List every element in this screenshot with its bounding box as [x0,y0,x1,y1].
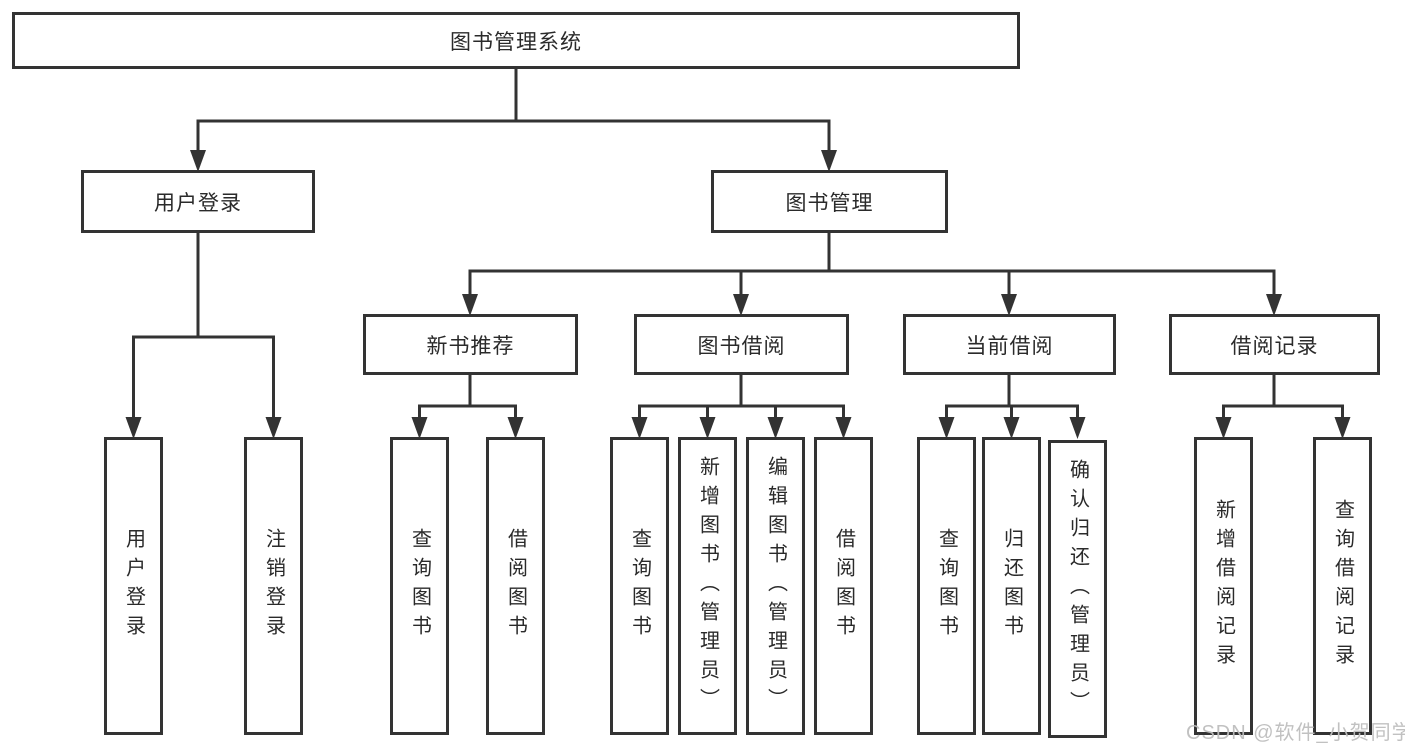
connector-borrowing-records-children [1215,375,1351,439]
arrow-down-icon [462,294,478,316]
node-label: 用户登录 [122,528,145,644]
node-label: 新增图书（管理员） [696,455,719,717]
leaf-borrow-books: 借阅图书 [814,437,873,735]
node-label: 图书管理系统 [450,30,582,54]
arrow-down-icon [265,417,282,439]
arrow-down-icon [1001,294,1017,316]
connector-current-borrowing-children [938,375,1086,439]
arrow-down-icon [821,150,837,172]
node-label: 新书推荐 [426,334,515,358]
node-label: 借阅记录 [1230,334,1319,358]
arrow-down-icon [938,417,955,439]
leaf-return-books: 归还图书 [982,437,1041,735]
node-label: 借阅图书 [832,528,855,644]
csdn-watermark: CSDN @软件_小贺同学 [1186,722,1405,744]
node-label: 注销登录 [262,528,285,644]
connector-book-borrowing-children [631,375,852,439]
node-label: 查询图书 [935,528,958,644]
connector-book-management-children [462,233,1282,316]
leaf-query-books-current: 查询图书 [917,437,976,735]
node-current-borrowing: 当前借阅 [903,314,1116,375]
arrow-down-icon [1003,417,1020,439]
leaf-user-login: 用户登录 [104,437,163,735]
node-label: 当前借阅 [965,334,1054,358]
node-label: 确认归还（管理员） [1066,458,1089,720]
node-label: 查询图书 [408,528,431,644]
node-label: 图书借阅 [697,334,786,358]
leaf-query-borrow-record: 查询借阅记录 [1313,437,1372,735]
leaf-add-borrow-record: 新增借阅记录 [1194,437,1253,735]
arrow-down-icon [507,417,524,439]
connector-new-book-recommendation-children [411,375,524,439]
node-label: 用户登录 [154,191,242,215]
connector-user-login-children [125,233,282,439]
arrow-down-icon [767,417,784,439]
node-new-book-recommendation: 新书推荐 [363,314,578,375]
leaf-edit-books-admin: 编辑图书（管理员） [746,437,805,735]
node-label: 查询借阅记录 [1331,499,1354,673]
node-label: 借阅图书 [504,528,527,644]
node-book-borrowing: 图书借阅 [634,314,849,375]
arrow-down-icon [631,417,648,439]
leaf-query-books-recommend: 查询图书 [390,437,449,735]
node-label: 查询图书 [628,528,651,644]
arrow-down-icon [1334,417,1351,439]
arrow-down-icon [1215,417,1232,439]
leaf-logout-login: 注销登录 [244,437,303,735]
arrow-down-icon [699,417,716,439]
node-user-login: 用户登录 [81,170,315,233]
arrow-down-icon [411,417,428,439]
node-library-management-system: 图书管理系统 [12,12,1020,69]
node-label: 编辑图书（管理员） [764,455,787,717]
node-label: 新增借阅记录 [1212,499,1235,673]
arrow-down-icon [190,150,206,172]
node-borrowing-records: 借阅记录 [1169,314,1380,375]
leaf-confirm-return-admin: 确认归还（管理员） [1048,440,1107,738]
connector-root-to-level2 [190,69,837,172]
arrow-down-icon [1069,417,1086,439]
node-label: 图书管理 [785,191,874,215]
arrow-down-icon [125,417,142,439]
node-book-management: 图书管理 [711,170,948,233]
arrow-down-icon [835,417,852,439]
arrow-down-icon [733,294,749,316]
leaf-query-books-borrow: 查询图书 [610,437,669,735]
node-label: 归还图书 [1000,528,1023,644]
leaf-borrow-books-recommend: 借阅图书 [486,437,545,735]
arrow-down-icon [1266,294,1282,316]
leaf-add-books-admin: 新增图书（管理员） [678,437,737,735]
